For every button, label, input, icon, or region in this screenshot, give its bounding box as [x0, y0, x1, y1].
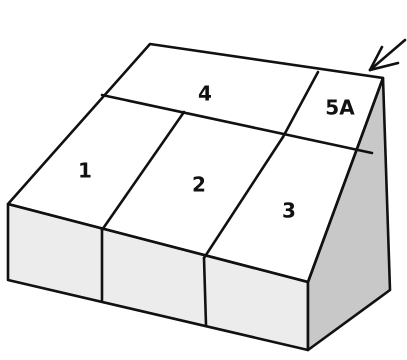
arrow-pointing-down-left-icon — [368, 38, 407, 72]
front-divider-mid — [202, 256, 208, 327]
divider-back-row — [100, 93, 374, 155]
label-block-5a: 5A — [325, 96, 355, 120]
divider-1-2 — [100, 110, 186, 232]
top-face — [8, 44, 383, 282]
label-block-1: 1 — [78, 159, 92, 183]
label-block-4: 4 — [198, 82, 212, 106]
divider-4-5a — [281, 70, 320, 139]
top-outline — [6, 42, 385, 284]
label-block-2: 2 — [192, 173, 206, 197]
divider-2-3 — [202, 135, 285, 260]
label-block-3: 3 — [282, 199, 296, 223]
